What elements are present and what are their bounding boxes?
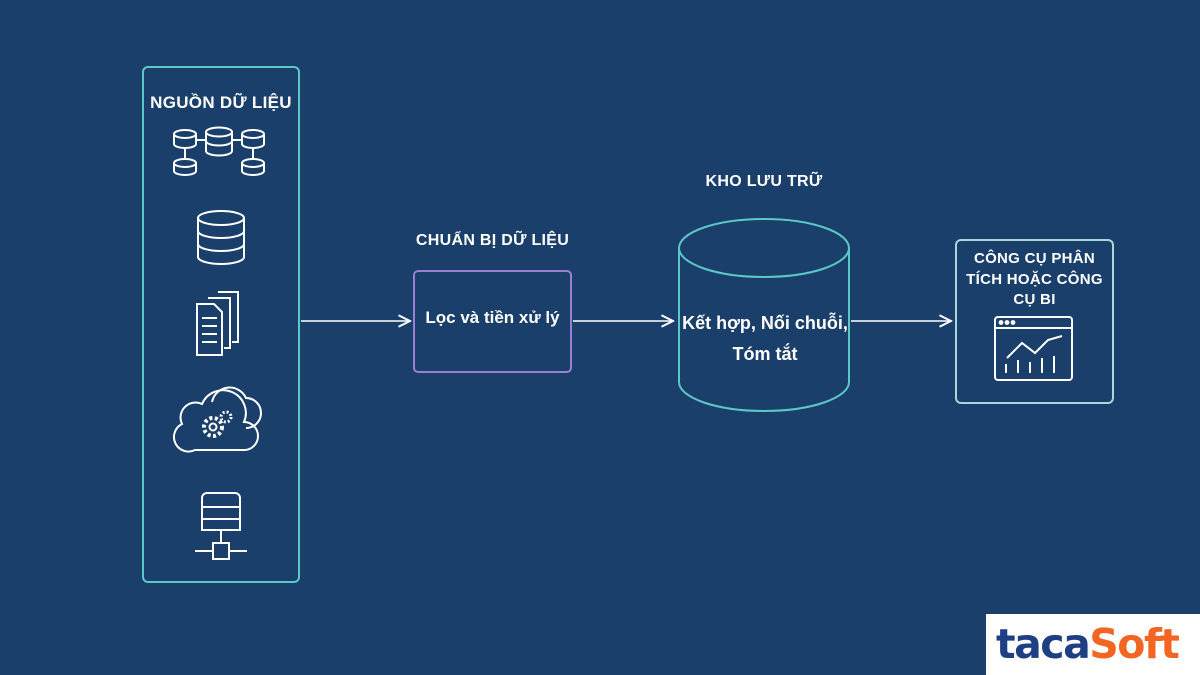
warehouse-cylinder (678, 218, 850, 412)
bi-title-line-2: TÍCH HOẶC CÔNG (966, 271, 1103, 288)
documents-icon (196, 291, 239, 356)
bi-title-line-1: CÔNG CỤ PHÂN (973, 250, 1096, 267)
tacasoft-logo: tacaSoft (986, 614, 1200, 675)
bi-tools-box (955, 239, 1114, 404)
prep-step-label: Lọc và tiền xử lý (425, 308, 560, 327)
bi-title-line-3: CỤ BI (1013, 291, 1056, 308)
logo-text-taca: taca (996, 620, 1091, 668)
prep-box (413, 270, 572, 373)
warehouse-title: KHO LƯU TRỮ (705, 173, 823, 190)
database-network-icon (173, 126, 265, 176)
data-sources-box (142, 66, 300, 583)
server-icon (195, 492, 247, 560)
warehouse-label-line-2: Tóm tắt (732, 344, 798, 364)
warehouse-label-line-1: Kết hợp, Nối chuỗi, (682, 313, 848, 333)
prep-title: CHUẨN BỊ DỮ LIỆU (415, 232, 570, 249)
data-sources-title: NGUỒN DỮ LIỆU (150, 93, 292, 112)
logo-text-soft: Soft (1089, 620, 1180, 668)
cloud-settings-icon (172, 386, 262, 453)
database-icon (197, 210, 245, 265)
logo-text: tacaSoft (996, 620, 1180, 668)
analytics-dashboard-icon (994, 316, 1073, 381)
